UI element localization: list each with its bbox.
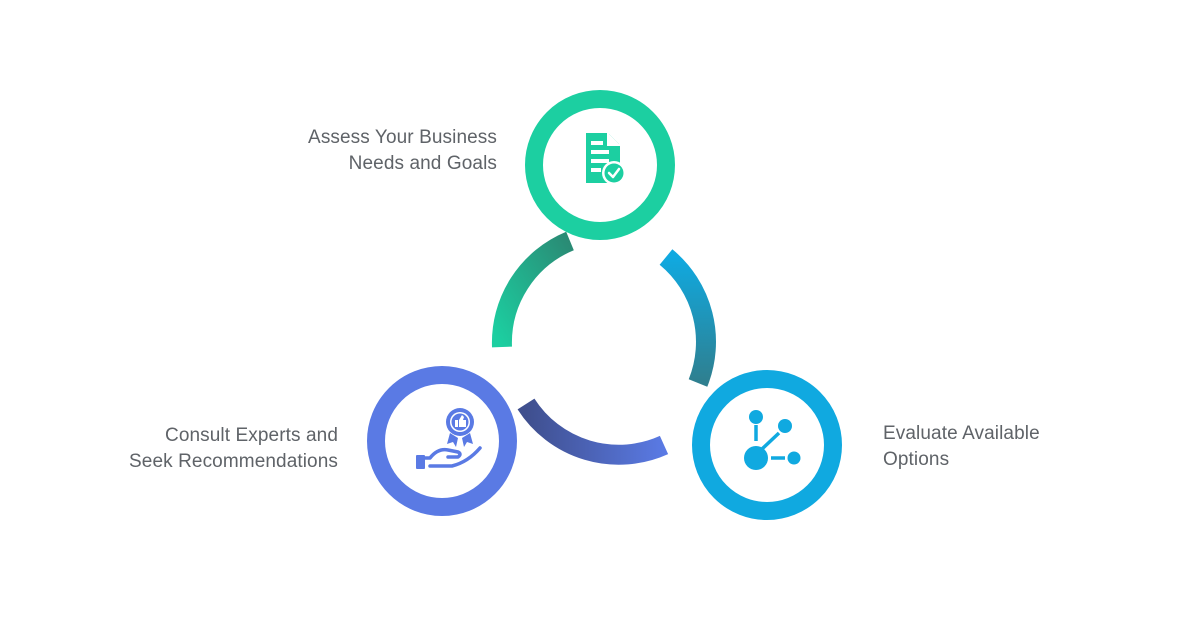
ring-arc-right [659, 249, 716, 387]
step-label-consult: Consult Experts and Seek Recommendations [129, 423, 338, 475]
step-label-consult-line1: Consult Experts and [165, 425, 338, 446]
document-check-icon [586, 133, 626, 185]
ring-arc-top-left [491, 231, 575, 348]
step-label-evaluate-line1: Evaluate Available [883, 423, 1040, 444]
step-label-consult-line2: Seek Recommendations [129, 451, 338, 472]
step-label-assess-line1: Assess Your Business [308, 127, 497, 148]
nodes-network-icon [744, 410, 801, 470]
hand-award-thumbs-up-icon [416, 408, 482, 469]
step-label-evaluate-line2: Options [883, 449, 950, 470]
step-label-assess-line2: Needs and Goals [348, 153, 497, 174]
step-circle-evaluate [692, 370, 842, 520]
step-circle-assess [525, 90, 675, 240]
step-circle-consult [367, 366, 517, 516]
step-label-evaluate: Evaluate Available Options [883, 421, 1040, 473]
ring-arc-bottom [517, 398, 669, 465]
step-label-assess: Assess Your Business Needs and Goals [308, 125, 497, 177]
